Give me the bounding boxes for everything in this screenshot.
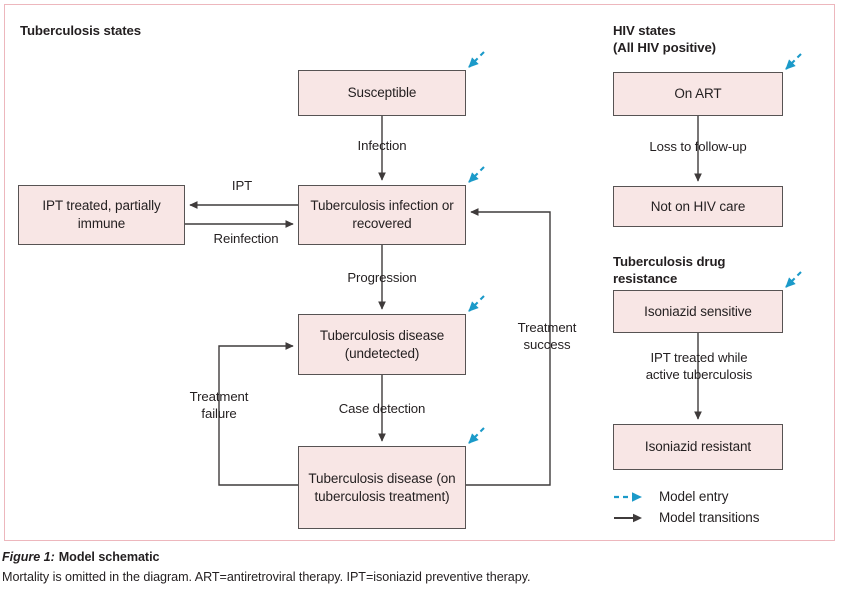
section-heading-hiv-states: HIV states (All HIV positive): [613, 23, 716, 56]
edge-label-ipt: IPT: [231, 178, 253, 193]
node-tb-disease-on-treatment-label: Tuberculosis disease (on tuberculosis tr…: [308, 470, 456, 504]
figure-caption: Figure 1:Model schematic Mortality is om…: [2, 548, 840, 587]
edge-label-reinfection: Reinfection: [213, 231, 279, 246]
figure-note: Mortality is omitted in the diagram. ART…: [2, 569, 531, 584]
node-susceptible[interactable]: Susceptible: [298, 70, 466, 116]
node-tb-disease-undetected[interactable]: Tuberculosis disease (undetected): [298, 314, 466, 375]
solid-dark-arrow-icon: [613, 510, 655, 526]
edge-label-treatment-failure: Treatment failure: [189, 389, 249, 421]
node-tb-infection-or-recovered[interactable]: Tuberculosis infection or recovered: [298, 185, 466, 245]
edge-label-treatment-success: Treatment success: [517, 320, 577, 352]
legend-label-model-entry: Model entry: [659, 489, 729, 504]
node-tb-disease-undetected-label: Tuberculosis disease (undetected): [319, 327, 445, 361]
node-on-art[interactable]: On ART: [613, 72, 783, 116]
node-not-on-hiv-care-label: Not on HIV care: [650, 198, 746, 214]
figure-label: Figure 1:: [2, 550, 55, 564]
node-isoniazid-resistant[interactable]: Isoniazid resistant: [613, 424, 783, 470]
section-heading-tuberculosis-drug-resistance: Tuberculosis drug resistance: [613, 254, 726, 287]
node-isoniazid-sensitive[interactable]: Isoniazid sensitive: [613, 290, 783, 333]
legend-item-model-transitions: Model transitions: [613, 507, 759, 528]
legend-label-model-transitions: Model transitions: [659, 510, 760, 525]
node-isoniazid-resistant-label: Isoniazid resistant: [644, 439, 752, 455]
legend: Model entry Model transitions: [613, 486, 759, 528]
edge-label-case-detection: Case detection: [338, 401, 426, 416]
node-ipt-treated-partially-immune-label: IPT treated, partially immune: [42, 198, 161, 231]
edge-label-loss-to-follow-up: Loss to follow-up: [649, 139, 747, 154]
legend-item-model-entry: Model entry: [613, 486, 759, 507]
node-not-on-hiv-care[interactable]: Not on HIV care: [613, 186, 783, 227]
node-ipt-treated-partially-immune[interactable]: IPT treated, partially immune: [18, 185, 185, 245]
edge-label-infection: Infection: [357, 138, 407, 153]
node-susceptible-label: Susceptible: [347, 85, 417, 101]
edge-label-ipt-treated-while-active-tuberculosis: IPT treated while active tuberculosis: [645, 350, 753, 382]
node-on-art-label: On ART: [674, 86, 722, 102]
edge-label-progression: Progression: [347, 270, 417, 285]
dashed-teal-arrow-icon: [613, 489, 655, 505]
node-tb-infection-or-recovered-label: Tuberculosis infection or recovered: [310, 198, 454, 231]
section-heading-tuberculosis-states: Tuberculosis states: [20, 23, 141, 38]
node-tb-disease-on-treatment[interactable]: Tuberculosis disease (on tuberculosis tr…: [298, 446, 466, 529]
node-isoniazid-sensitive-label: Isoniazid sensitive: [644, 303, 752, 319]
figure-title: Model schematic: [58, 550, 160, 564]
